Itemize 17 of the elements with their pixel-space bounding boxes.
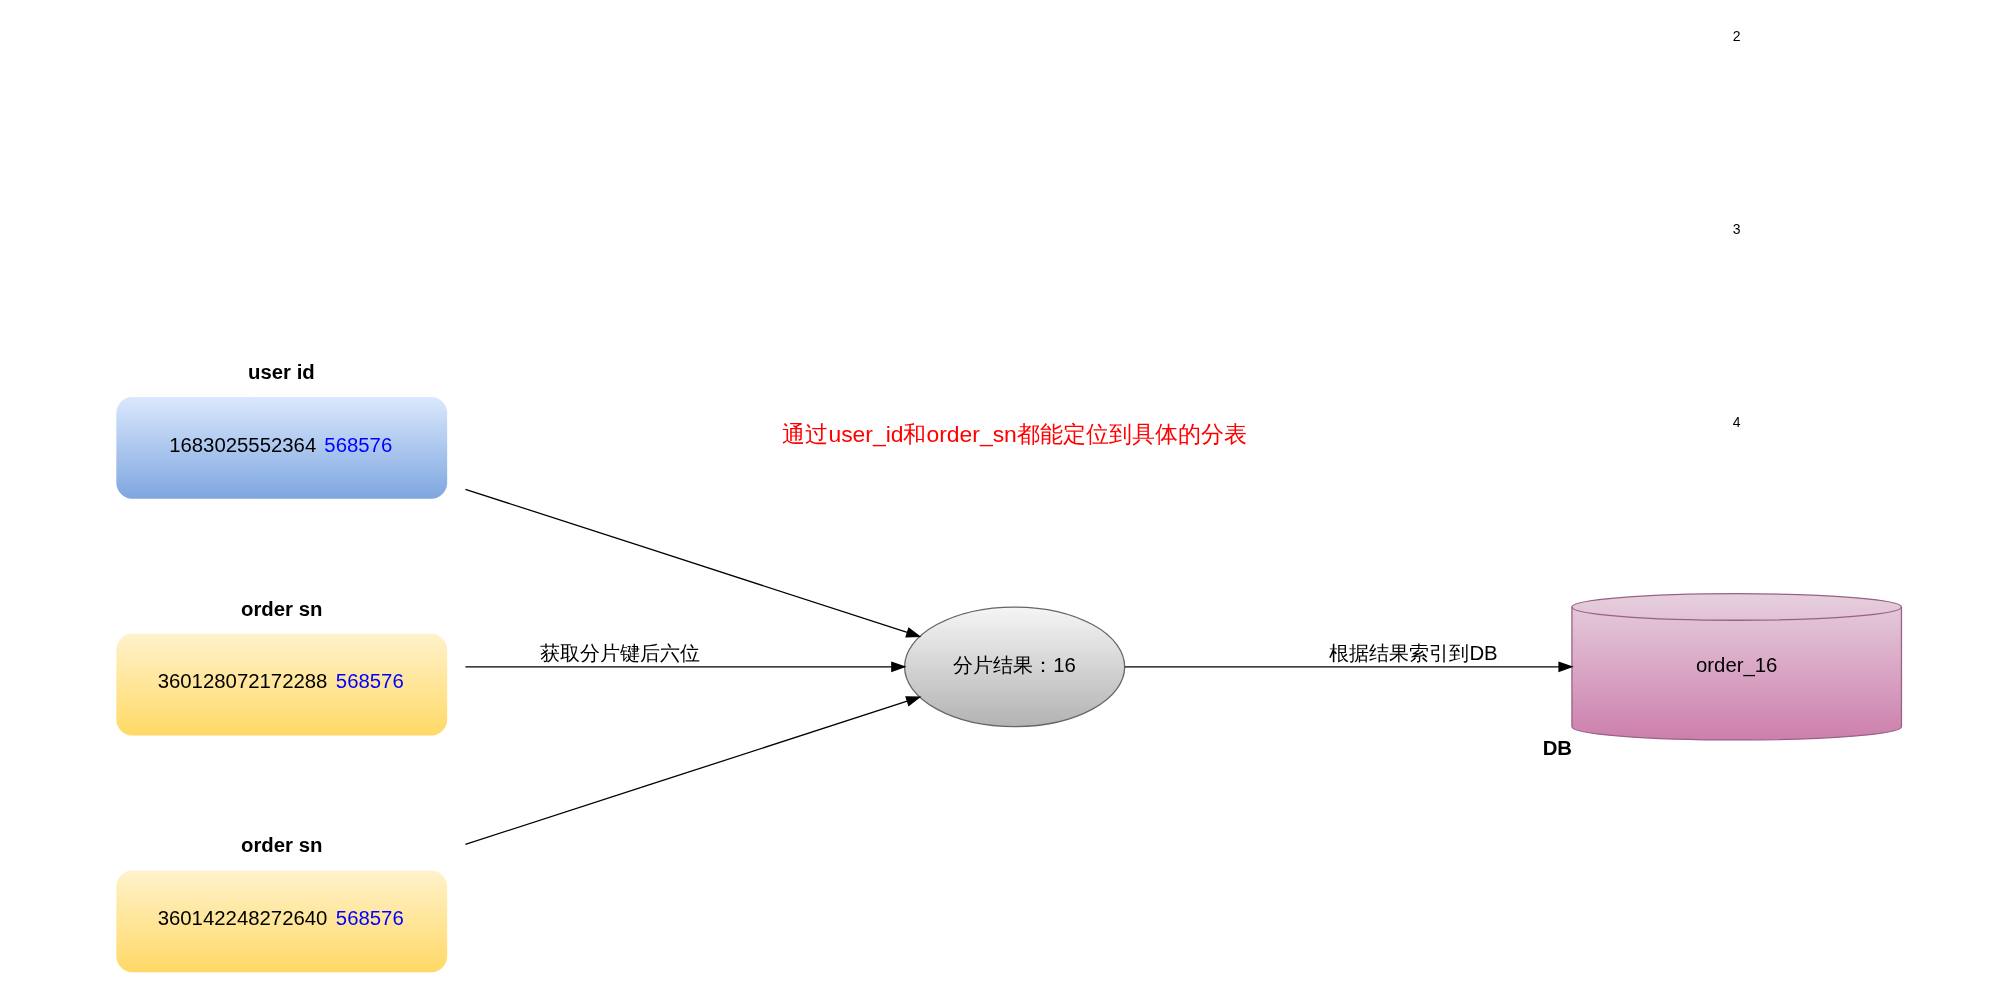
arrow: [464, 660, 906, 672]
node-label: DB: [1542, 736, 1572, 759]
label: 2: [1732, 27, 1741, 44]
node-label: order sn: [240, 833, 322, 856]
node-box: 1683025552364 568576: [115, 396, 447, 499]
arrow: [464, 488, 921, 637]
label: 4: [1732, 413, 1741, 430]
arrow: [464, 695, 921, 845]
node-label: order sn: [240, 597, 322, 620]
arrow: [1123, 660, 1574, 672]
edge-label: 根据结果索引到DB: [1328, 641, 1498, 664]
node-label: user id: [247, 360, 315, 383]
node-box: 360128072172288 568576: [115, 633, 447, 736]
label: 通过user_id和order_sn都能定位到具体的分表: [781, 420, 1247, 447]
label: 3: [1732, 220, 1741, 237]
node-box: 360142248272640 568576: [115, 869, 447, 972]
edge-label: 获取分片键后六位: [539, 641, 700, 664]
